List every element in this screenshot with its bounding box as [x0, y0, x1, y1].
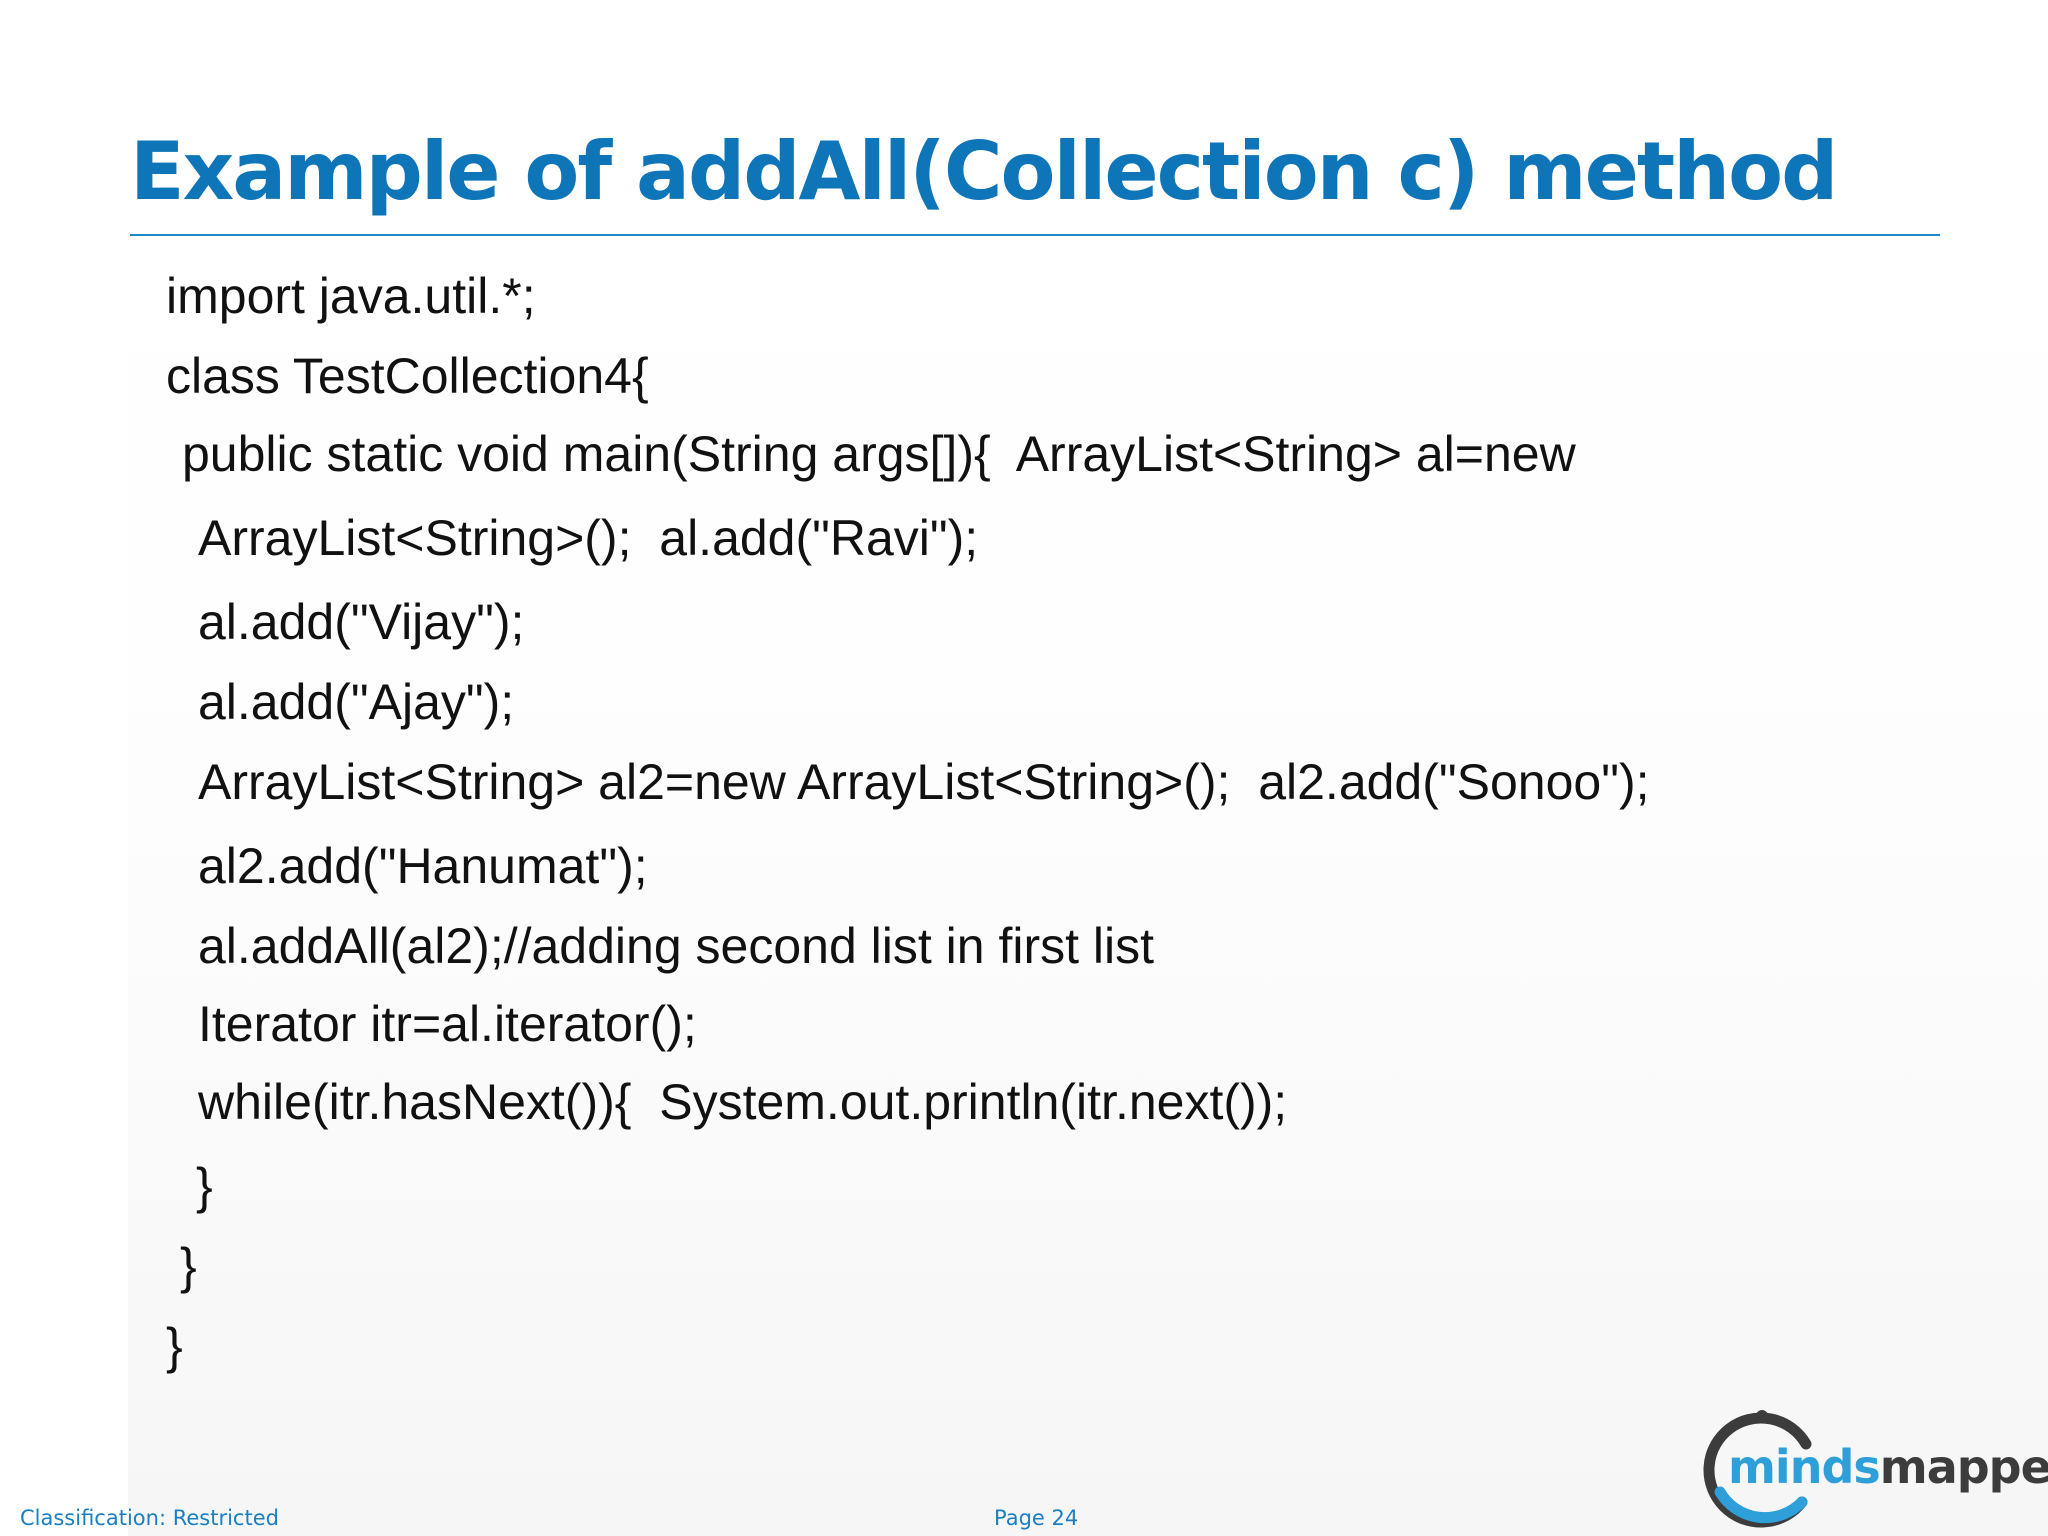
- code-line-14: }: [166, 1318, 183, 1374]
- slide-title: Example of addAll(Collection c) method: [130, 125, 1838, 218]
- code-line-6: al.add("Ajay");: [198, 674, 515, 730]
- title-divider: [130, 234, 1940, 236]
- code-line-3: public static void main(String args[]){ …: [182, 426, 1576, 482]
- classification-label: Classification: Restricted: [20, 1506, 279, 1530]
- code-line-5: al.add("Vijay");: [198, 594, 525, 650]
- mindsmapped-logo: mindsmapped: [1702, 1408, 2048, 1528]
- logo-ring-icon: [1703, 1410, 1812, 1528]
- code-line-13: }: [180, 1238, 197, 1294]
- code-panel: [128, 240, 2048, 1536]
- page-number: Page 24: [994, 1506, 1079, 1530]
- code-line-12: }: [196, 1158, 213, 1214]
- code-line-10: Iterator itr=al.iterator();: [198, 996, 697, 1052]
- code-line-7: ArrayList<String> al2=new ArrayList<Stri…: [198, 754, 1650, 810]
- code-line-2: class TestCollection4{: [166, 348, 649, 404]
- logo-text-mapped: mapped: [1879, 1440, 2048, 1494]
- code-line-8: al2.add("Hanumat");: [198, 838, 648, 894]
- code-line-1: import java.util.*;: [166, 268, 536, 324]
- code-line-11: while(itr.hasNext()){ System.out.println…: [198, 1074, 1288, 1130]
- code-line-4: ArrayList<String>(); al.add("Ravi");: [198, 510, 979, 566]
- logo-text-minds: minds: [1728, 1440, 1881, 1494]
- code-line-9: al.addAll(al2);//adding second list in f…: [198, 918, 1155, 974]
